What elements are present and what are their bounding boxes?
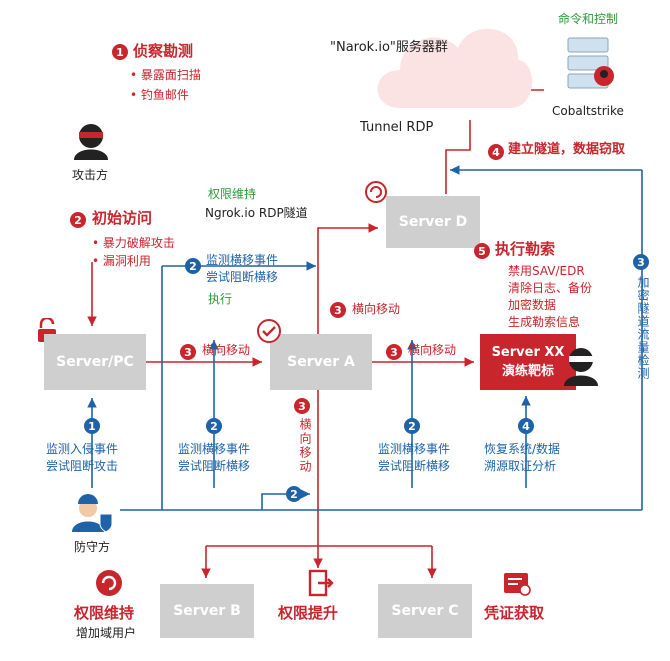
lateral1-number: 3 [180, 344, 196, 360]
ransom-item-4: 生成勒索信息 [508, 315, 581, 329]
server-xx-label: Server XX [491, 345, 565, 360]
monitor-top-line-1: 监测横移事件 [206, 253, 279, 267]
c2-label: Cobaltstrike [552, 104, 624, 118]
def2-line-2: 尝试阻断横移 [178, 459, 251, 473]
enc-tunnel-text: 加密隧道流量检测 [636, 276, 650, 380]
bottom-right-title: 凭证获取 [484, 604, 545, 622]
def3-line-2: 尝试阻断横移 [378, 459, 451, 473]
monitor-top-number: 2 [185, 258, 201, 274]
initial-access-title: 初始访问 [92, 209, 153, 227]
def4-line-1: 恢复系统/数据 [484, 442, 561, 456]
lateral-down-text: 横向移动 [298, 418, 312, 474]
lateral1-text: 横向移动 [202, 343, 251, 357]
tunnel-rdp-label: Tunnel RDP [360, 120, 434, 135]
defender-label: 防守方 [74, 540, 111, 554]
server-xx-box: Server XX 演练靶标 [480, 334, 576, 390]
def1-number: 1 [84, 418, 100, 434]
c2-title: 命令和控制 [558, 12, 619, 26]
attacker-label: 攻击方 [72, 168, 109, 182]
initial-step-number: 2 [70, 212, 86, 228]
tunnel-step-number: 4 [488, 144, 504, 160]
recon-step-number: 1 [112, 44, 128, 60]
def3-line-1: 监测横移事件 [378, 442, 451, 456]
server-d-box: Server D [386, 196, 480, 248]
monitor-top-line-2: 尝试阻断横移 [206, 270, 279, 284]
lateral-down-number: 3 [294, 398, 310, 414]
lateral2-text: 横向移动 [408, 343, 457, 357]
credential-card-icon [504, 573, 531, 596]
cloud-icon [377, 28, 533, 108]
def4-number: 4 [518, 418, 534, 434]
lateral-up-number: 3 [330, 302, 346, 318]
persist-sub: Ngrok.io RDP隧道 [205, 206, 308, 220]
tunnel-step-text: 建立隧道，数据窃取 [508, 142, 626, 157]
exit-door-icon [308, 569, 334, 597]
server-b-box: Server B [160, 584, 254, 638]
initial-item-1: • 暴力破解攻击 [92, 236, 175, 250]
def2-line-1: 监测横移事件 [178, 442, 251, 456]
recon-item-2: • 钓鱼邮件 [130, 88, 189, 102]
defender-icon [72, 494, 113, 533]
server-a-box: Server A [270, 334, 372, 390]
ransom-item-2: 清除日志、备份 [508, 281, 593, 295]
lateral2-number: 3 [386, 344, 402, 360]
recon-title: 侦察勘测 [133, 42, 194, 60]
def1-line-2: 尝试阻断攻击 [46, 459, 119, 473]
bottom-left-sub: 增加域用户 [76, 626, 137, 640]
bottom-left-title: 权限维持 [74, 604, 135, 622]
ransom-step-number: 5 [474, 243, 490, 259]
hacker-icon [564, 348, 598, 386]
server-pc-box: Server/PC [44, 334, 146, 390]
server-c-box: Server C [378, 584, 472, 638]
ransom-item-3: 加密数据 [508, 298, 557, 312]
persist-title: 权限维持 [208, 187, 257, 201]
def1-line-1: 监测入侵事件 [46, 442, 119, 456]
def3-number: 2 [404, 418, 420, 434]
refresh-icon [96, 570, 122, 596]
server-xx-sub: 演练靶标 [501, 364, 554, 379]
lateral-up-text: 横向移动 [352, 302, 401, 316]
def-bottom-number: 2 [286, 486, 302, 502]
bottom-mid-title: 权限提升 [278, 604, 339, 622]
def2-number: 2 [206, 418, 222, 434]
cloud-title: "Narok.io"服务器群 [330, 40, 448, 55]
execute-label: 执行 [208, 292, 233, 306]
ransom-title: 执行勒索 [495, 240, 556, 258]
server-rack-icon [567, 37, 614, 89]
initial-item-2: • 漏洞利用 [92, 254, 151, 268]
hacker-icon [74, 124, 108, 160]
refresh-icon [365, 181, 387, 203]
check-circle-icon [257, 319, 281, 343]
ransom-item-1: 禁用SAV/EDR [508, 264, 585, 278]
def4-line-2: 溯源取证分析 [484, 459, 557, 473]
enc-tunnel-number: 3 [633, 254, 649, 270]
recon-item-1: • 暴露面扫描 [130, 68, 201, 82]
